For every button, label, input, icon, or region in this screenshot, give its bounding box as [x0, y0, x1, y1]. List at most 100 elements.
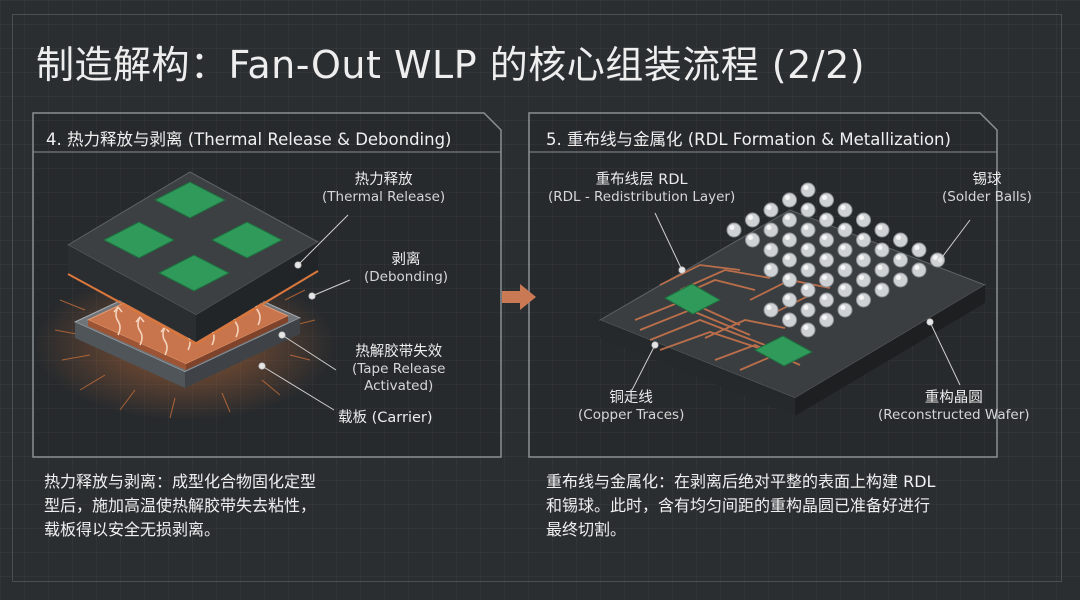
- solder-ball: [856, 292, 871, 308]
- rdl-dies: [663, 283, 814, 367]
- left-panel-header: 4. 热力释放与剥离 (Thermal Release & Debonding): [46, 130, 452, 149]
- solder-ball-highlight: [803, 245, 809, 250]
- rdl-illustration: [598, 182, 987, 416]
- label-debonding-en: (Debonding): [364, 269, 449, 285]
- label-reconstructed-wafer-en: (Reconstructed Wafer): [878, 407, 1030, 423]
- process-arrow-icon: [502, 284, 536, 310]
- solder-ball: [893, 252, 908, 268]
- solder-ball: [874, 242, 890, 258]
- solder-ball: [726, 222, 742, 238]
- solder-ball-highlight: [877, 265, 883, 270]
- solder-ball-highlight: [785, 295, 790, 300]
- solder-ball: [800, 222, 816, 238]
- solder-ball-highlight: [822, 235, 827, 240]
- solder-ball-highlight: [766, 245, 772, 250]
- label-carrier: 载板 (Carrier): [338, 410, 433, 426]
- left-description-line: 载板得以安全无损剥离。: [44, 520, 221, 539]
- right-description: 重布线与金属化：在剥离后绝对平整的表面上构建 RDL 和锡球。此时，含有均匀间距…: [546, 470, 986, 542]
- debonding-illustration: [35, 171, 351, 420]
- solder-ball: [819, 312, 834, 328]
- solder-ball: [763, 302, 779, 318]
- solder-ball: [837, 242, 853, 258]
- solder-ball: [837, 282, 853, 298]
- solder-ball-highlight: [822, 215, 827, 220]
- page-title: 制造解构：Fan-Out WLP 的核心组装流程 (2/2): [36, 43, 866, 87]
- solder-ball: [819, 272, 834, 288]
- solder-ball: [782, 252, 797, 268]
- left-description: 热力释放与剥离：成型化合物固化定型 型后，施加高温使热解胶带失去粘性， 载板得以…: [44, 470, 484, 542]
- label-rdl-layer: 重布线层 RDL (RDL - Redistribution Layer): [548, 172, 735, 206]
- solder-ball: [763, 202, 779, 218]
- solder-ball: [874, 282, 890, 298]
- solder-ball: [911, 262, 927, 278]
- solder-ball: [782, 312, 797, 328]
- solder-ball-highlight: [822, 195, 827, 200]
- solder-ball-highlight: [859, 235, 864, 240]
- solder-ball-highlight: [840, 245, 846, 250]
- solder-ball: [874, 262, 890, 278]
- solder-ball: [819, 192, 834, 208]
- solder-ball-highlight: [822, 255, 827, 260]
- solder-ball: [782, 192, 797, 208]
- solder-ball: [782, 232, 797, 248]
- solder-ball-highlight: [803, 325, 809, 330]
- solder-ball-highlight: [840, 305, 846, 310]
- solder-ball-highlight: [785, 255, 790, 260]
- solder-ball-highlight: [729, 225, 735, 230]
- solder-ball: [800, 302, 816, 318]
- solder-ball-highlight: [785, 215, 790, 220]
- solder-ball: [800, 202, 816, 218]
- solder-ball-highlight: [822, 275, 827, 280]
- solder-ball: [856, 212, 871, 228]
- solder-ball-highlight: [803, 185, 809, 190]
- solder-ball-highlight: [859, 275, 864, 280]
- solder-ball: [837, 262, 853, 278]
- solder-ball-highlight: [840, 225, 846, 230]
- solder-ball: [819, 232, 834, 248]
- solder-ball-highlight: [803, 205, 809, 210]
- solder-ball-highlight: [877, 285, 883, 290]
- solder-ball-highlight: [785, 195, 790, 200]
- label-solder-balls: 锡球 (Solder Balls): [942, 172, 1032, 206]
- right-description-line: 最终切割。: [546, 520, 627, 539]
- solder-ball-highlight: [822, 295, 827, 300]
- solder-ball-highlight: [914, 245, 920, 250]
- solder-ball: [800, 242, 816, 258]
- solder-ball: [819, 252, 834, 268]
- outer-frame: [12, 14, 1062, 582]
- right-description-line: 和锡球。此时，含有均匀间距的重构晶圆已准备好进行: [546, 496, 931, 515]
- solder-ball-highlight: [803, 265, 809, 270]
- solder-ball-highlight: [785, 235, 790, 240]
- label-reconstructed-wafer: 重构晶圆 (Reconstructed Wafer): [878, 390, 1030, 424]
- solder-ball: [893, 232, 908, 248]
- solder-ball: [782, 212, 797, 228]
- solder-ball-highlight: [896, 235, 901, 240]
- copper-traces: [634, 264, 831, 371]
- solder-ball: [763, 262, 779, 278]
- solder-ball-highlight: [785, 315, 790, 320]
- solder-ball: [800, 282, 816, 298]
- label-debonding: 剥离 (Debonding): [364, 252, 448, 286]
- right-description-line: 重布线与金属化：在剥离后绝对平整的表面上构建 RDL: [546, 472, 936, 491]
- left-leader-lines: [258, 214, 351, 411]
- solder-ball-highlight: [896, 275, 901, 280]
- label-solder-balls-zh: 锡球: [972, 172, 1002, 188]
- label-debonding-zh: 剥离: [391, 252, 421, 268]
- solder-ball: [819, 212, 834, 228]
- solder-ball: [745, 212, 760, 228]
- solder-ball: [819, 292, 834, 308]
- label-copper-traces: 铜走线 (Copper Traces): [578, 390, 684, 424]
- solder-ball: [911, 242, 927, 258]
- label-tape-release: 热解胶带失效 (Tape Release Activated): [352, 344, 445, 395]
- solder-ball-highlight: [877, 245, 883, 250]
- solder-ball-highlight: [877, 225, 883, 230]
- solder-ball-highlight: [803, 225, 809, 230]
- solder-ball-highlight: [896, 255, 901, 260]
- solder-ball: [763, 242, 779, 258]
- label-rdl-layer-zh: 重布线层 RDL: [595, 172, 688, 188]
- solder-ball: [837, 222, 853, 238]
- solder-ball-highlight: [766, 225, 772, 230]
- solder-ball: [893, 272, 908, 288]
- label-copper-traces-zh: 铜走线: [609, 390, 653, 406]
- solder-ball-highlight: [914, 265, 920, 270]
